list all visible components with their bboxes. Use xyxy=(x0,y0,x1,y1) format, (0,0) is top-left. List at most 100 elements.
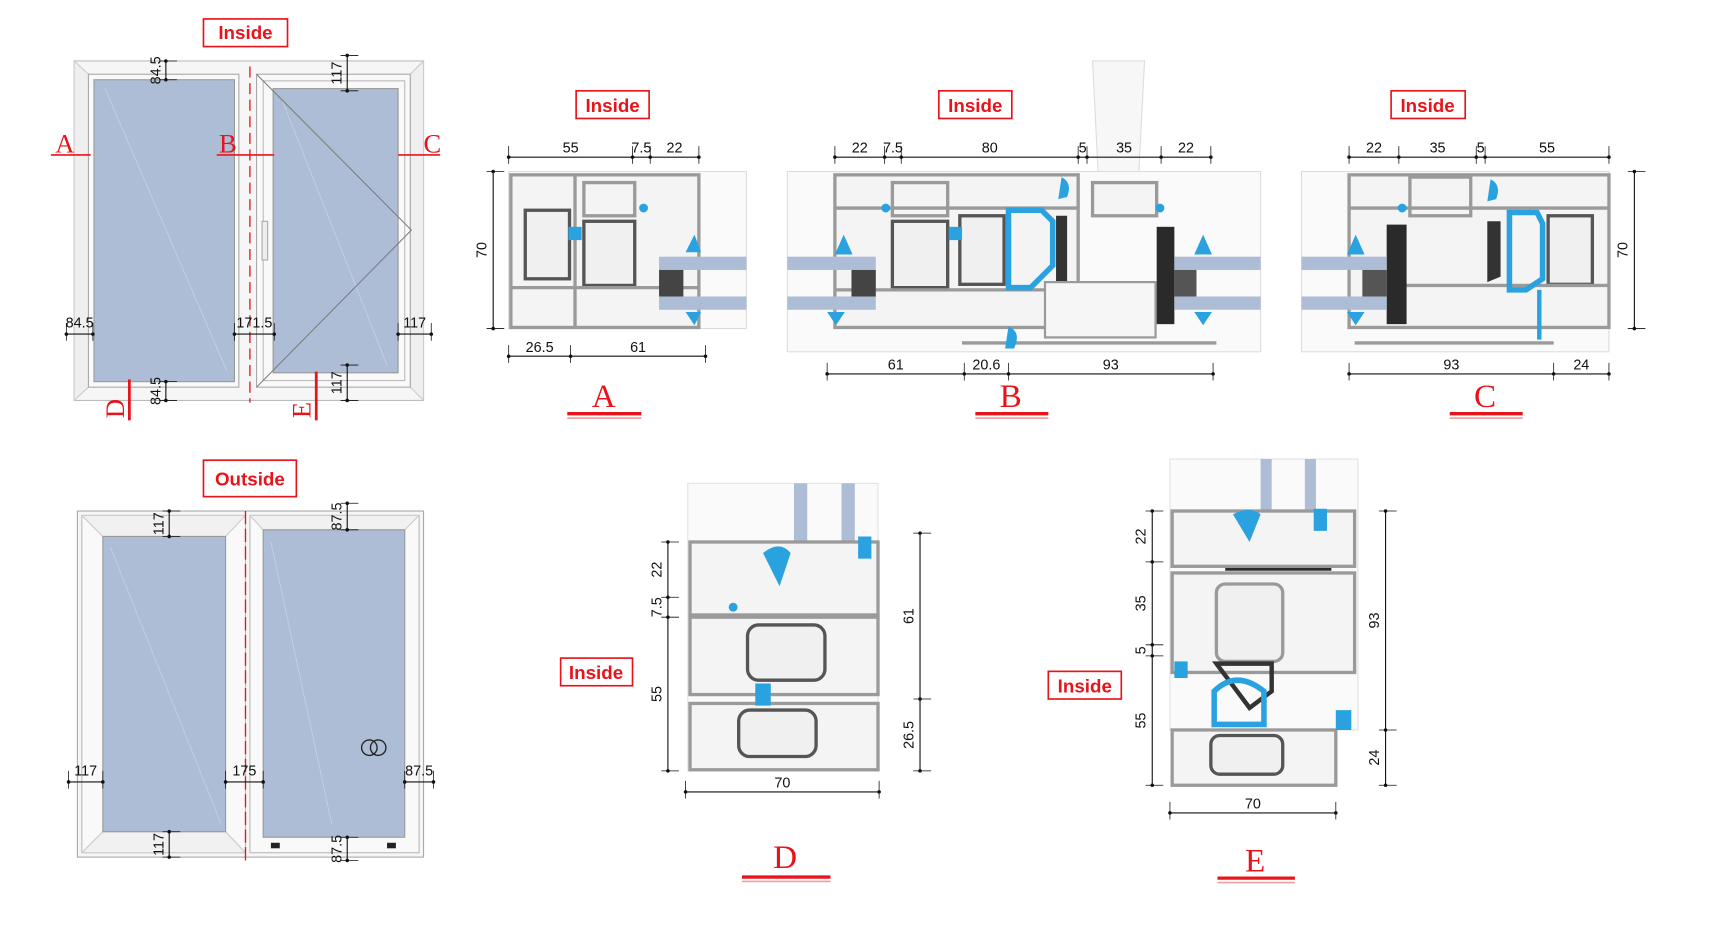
elevation-outside: Outside xyxy=(76,459,425,861)
dimension-label: 84.5 xyxy=(148,56,164,84)
glass-pane-right xyxy=(272,88,399,374)
dimension-label: 61 xyxy=(630,340,646,356)
opening-direction-lines xyxy=(256,73,413,388)
dimension-tick xyxy=(918,531,922,535)
section-mark-d[interactable]: D xyxy=(100,399,130,418)
gasket xyxy=(685,234,702,253)
dimension-label: 70 xyxy=(1616,242,1632,258)
dimension-tick xyxy=(345,53,349,58)
dimension-tick xyxy=(506,155,511,159)
dimension-tick xyxy=(703,354,708,358)
dimension-tick xyxy=(91,332,95,336)
inside-label: Inside xyxy=(1058,675,1112,696)
dimension-tick xyxy=(1397,155,1401,159)
spacer xyxy=(659,269,684,297)
inside-label: Inside xyxy=(569,662,623,683)
section-title: D xyxy=(773,839,797,876)
glass xyxy=(787,296,876,310)
section-c: Inside C xyxy=(1300,89,1611,419)
section-d: Inside D xyxy=(559,482,880,883)
dimension-tick xyxy=(1209,155,1213,159)
section-mark-c[interactable]: C xyxy=(424,129,442,159)
section-b: Inside B xyxy=(786,60,1262,419)
dimension-tick xyxy=(1347,372,1351,376)
inside-label: Inside xyxy=(585,95,639,116)
dimension-tick xyxy=(1159,155,1163,159)
glass-pane-left xyxy=(93,79,235,383)
dimension-tick xyxy=(345,398,349,403)
dimension-label: 93 xyxy=(1103,357,1119,373)
lock-cylinder-icon xyxy=(360,739,387,757)
dimension-label: 22 xyxy=(1178,141,1194,157)
inside-label: Inside xyxy=(948,95,1002,116)
glass xyxy=(659,296,747,310)
dimension-label: 55 xyxy=(649,686,665,702)
dimension-tick xyxy=(666,595,670,600)
dimension-label: 117 xyxy=(152,512,168,535)
dimension-label: 117 xyxy=(403,315,426,331)
dimension-label: 87.5 xyxy=(405,763,433,779)
dimension-tick xyxy=(66,780,71,784)
dimension-tick xyxy=(164,379,168,384)
dimension-tick xyxy=(648,155,652,159)
hinge-icon xyxy=(270,842,280,849)
dimension-tick xyxy=(1150,560,1155,564)
section-mark-e[interactable]: E xyxy=(287,402,317,418)
dimension-label: 117 xyxy=(330,371,346,394)
dimension-tick xyxy=(666,615,670,619)
dimension-label: 24 xyxy=(1367,750,1383,766)
gasket xyxy=(568,226,582,241)
dimension-tick xyxy=(64,332,69,336)
dimension-tick xyxy=(345,528,349,532)
dimension-tick xyxy=(1334,811,1338,815)
dimension-label: 35 xyxy=(1116,141,1132,157)
dimension-tick xyxy=(491,326,495,331)
dimension-label: 171.5 xyxy=(236,315,272,331)
dimension-tick xyxy=(167,855,171,859)
dimension-tick xyxy=(396,332,400,336)
dimension-label: 93 xyxy=(1367,613,1383,629)
gasket xyxy=(1506,209,1546,293)
glass xyxy=(1174,296,1261,310)
handle xyxy=(261,220,269,261)
gasket xyxy=(1211,677,1267,728)
dimension-tick xyxy=(1076,155,1080,159)
section-a: Inside A xyxy=(508,89,747,419)
outside-label-box xyxy=(202,459,298,498)
dimension-label: 35 xyxy=(1430,141,1446,157)
section-title: C xyxy=(1474,378,1496,415)
section-mark-a[interactable]: A xyxy=(55,129,74,159)
dimension-label: 61 xyxy=(901,608,917,624)
dimension-label: 7.5 xyxy=(649,597,665,617)
inside-label: Inside xyxy=(218,22,272,43)
gasket xyxy=(1005,207,1056,291)
dimension-tick xyxy=(345,363,349,367)
dimension-tick xyxy=(568,354,573,358)
dimension-label: 93 xyxy=(1443,357,1459,373)
dimension-tick xyxy=(1150,509,1155,513)
dimension-tick xyxy=(1150,783,1155,788)
dimension-tick xyxy=(261,780,265,784)
dimension-tick xyxy=(825,372,829,376)
dimension-label: 70 xyxy=(774,775,790,791)
dimension-label: 24 xyxy=(1573,357,1589,373)
glass xyxy=(1301,256,1387,270)
dimension-tick xyxy=(918,697,922,701)
dimension-tick xyxy=(402,780,407,784)
dimension-label: 55 xyxy=(1134,713,1150,729)
dimension-tick xyxy=(167,509,171,513)
dimension-label: 7.5 xyxy=(631,141,651,157)
dimension-tick xyxy=(697,155,701,159)
dimension-tick xyxy=(1607,155,1611,159)
section-mark-b[interactable]: B xyxy=(219,129,237,159)
dimension-tick xyxy=(345,501,349,506)
inside-label: Inside xyxy=(1400,95,1454,116)
glass xyxy=(1174,256,1261,270)
dimension-label: 22 xyxy=(1366,141,1382,157)
dimension-tick xyxy=(1483,155,1487,159)
dimension-label: 26.5 xyxy=(526,340,554,356)
dimension-tick xyxy=(882,155,887,159)
glass xyxy=(1301,296,1387,310)
dimension-tick xyxy=(429,332,434,336)
